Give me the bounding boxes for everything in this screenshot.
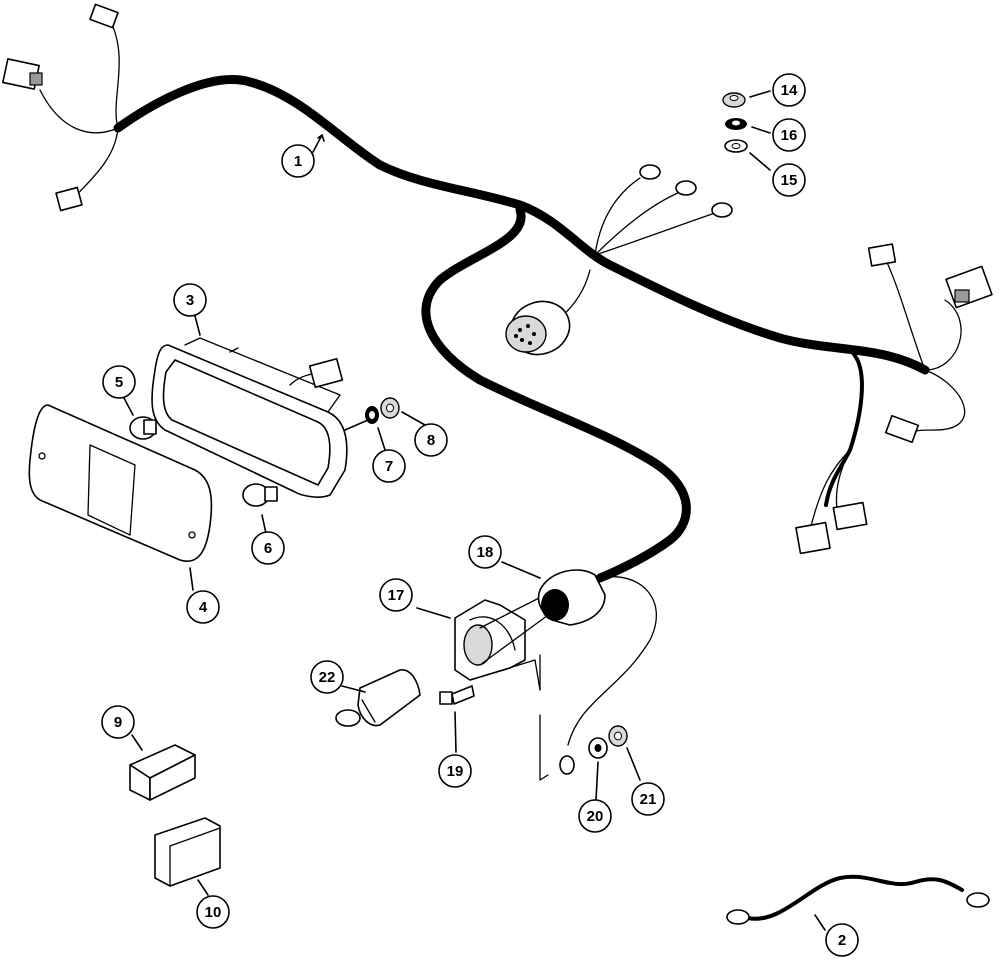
svg-text:4: 4 <box>199 599 208 616</box>
callout-2: 2 <box>825 923 859 957</box>
svg-text:14: 14 <box>781 82 798 99</box>
plug <box>335 669 421 727</box>
svg-text:19: 19 <box>447 763 464 780</box>
lamp-housing <box>151 337 369 498</box>
svg-text:15: 15 <box>781 172 798 189</box>
svg-text:21: 21 <box>640 791 657 808</box>
callout-15: 15 <box>772 163 806 197</box>
svg-text:2: 2 <box>838 932 846 949</box>
svg-text:3: 3 <box>186 292 194 309</box>
ground-fasteners <box>588 725 628 759</box>
callout-19: 19 <box>438 754 472 788</box>
callouts: 1 2 3 4 5 6 7 8 9 10 14 15 16 17 18 19 2… <box>101 73 859 957</box>
callout-10: 10 <box>196 895 230 929</box>
callout-17: 17 <box>379 578 413 612</box>
round-connector <box>505 300 571 356</box>
washers-group <box>722 92 748 153</box>
callout-21: 21 <box>631 782 665 816</box>
bulbs <box>129 416 278 507</box>
lamp-lens <box>28 404 213 562</box>
ground-strap <box>726 874 990 925</box>
leader-lines <box>123 90 826 931</box>
callout-16: 16 <box>772 118 806 152</box>
svg-text:1: 1 <box>294 153 302 170</box>
svg-text:18: 18 <box>477 544 494 561</box>
svg-text:9: 9 <box>114 714 122 731</box>
callout-18: 18 <box>468 535 502 569</box>
svg-text:8: 8 <box>427 432 435 449</box>
callout-14: 14 <box>772 73 806 107</box>
callout-8: 8 <box>414 423 448 457</box>
svg-text:10: 10 <box>205 904 222 921</box>
svg-text:20: 20 <box>587 808 604 825</box>
connector-top-left <box>2 3 119 212</box>
rubber-boot <box>537 569 606 626</box>
callout-6: 6 <box>251 531 285 565</box>
ring-terminals <box>639 164 733 218</box>
svg-text:5: 5 <box>115 374 123 391</box>
main-harness <box>39 19 966 746</box>
svg-text:6: 6 <box>264 540 272 557</box>
callout-7: 7 <box>372 449 406 483</box>
callout-1: 1 <box>281 144 315 178</box>
svg-text:17: 17 <box>388 587 405 604</box>
svg-text:16: 16 <box>781 127 798 144</box>
callout-9: 9 <box>101 705 135 739</box>
callout-5: 5 <box>102 365 136 399</box>
callout-20: 20 <box>578 799 612 833</box>
svg-text:22: 22 <box>319 669 336 686</box>
ground-terminal <box>539 654 575 781</box>
lamp-fasteners <box>365 397 400 424</box>
bolt <box>439 685 475 705</box>
svg-text:7: 7 <box>385 458 393 475</box>
callout-22: 22 <box>310 660 344 694</box>
socket-assembly <box>454 594 556 691</box>
connector-right-group <box>795 243 993 555</box>
callout-4: 4 <box>186 590 220 624</box>
switch <box>129 744 196 801</box>
bracket <box>154 817 221 887</box>
callout-3: 3 <box>173 283 207 317</box>
